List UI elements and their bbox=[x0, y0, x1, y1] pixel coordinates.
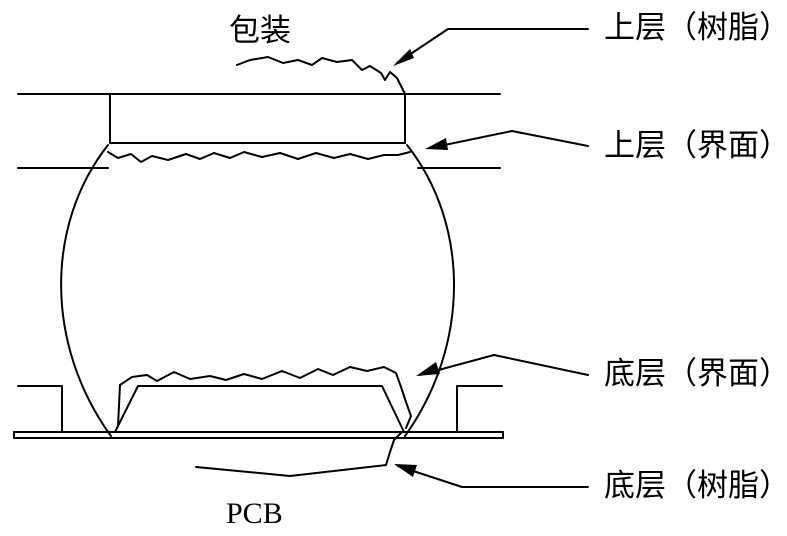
bottom-resin-label: 底层（树脂） bbox=[604, 468, 787, 504]
arrow-head-bottom-resin bbox=[394, 464, 417, 477]
bottom-interface-label: 底层（界面） bbox=[604, 356, 787, 392]
bottom-pad bbox=[114, 385, 405, 433]
solder-mask bbox=[17, 385, 503, 433]
top-interface-crack bbox=[107, 151, 411, 163]
top-pad bbox=[109, 93, 406, 144]
leader-arrows bbox=[393, 28, 589, 488]
top-resin-crack bbox=[236, 56, 406, 95]
solder-ball-outline-right bbox=[404, 144, 455, 437]
solder-ball-outline bbox=[60, 144, 112, 437]
top-resin-label: 上层（树脂） bbox=[604, 10, 787, 46]
arrow-head-bottom-interface bbox=[416, 362, 440, 376]
bottom-resin-crack bbox=[195, 431, 403, 477]
arrow-head-top-resin bbox=[393, 49, 414, 66]
pcb-label: PCB bbox=[226, 497, 283, 530]
arrow-head-top-interface bbox=[425, 138, 448, 150]
top-interface-label: 上层（界面） bbox=[604, 128, 787, 164]
package-label: 包装 bbox=[229, 13, 291, 49]
pcb-board bbox=[13, 431, 504, 439]
bottom-interface-crack bbox=[117, 366, 412, 429]
